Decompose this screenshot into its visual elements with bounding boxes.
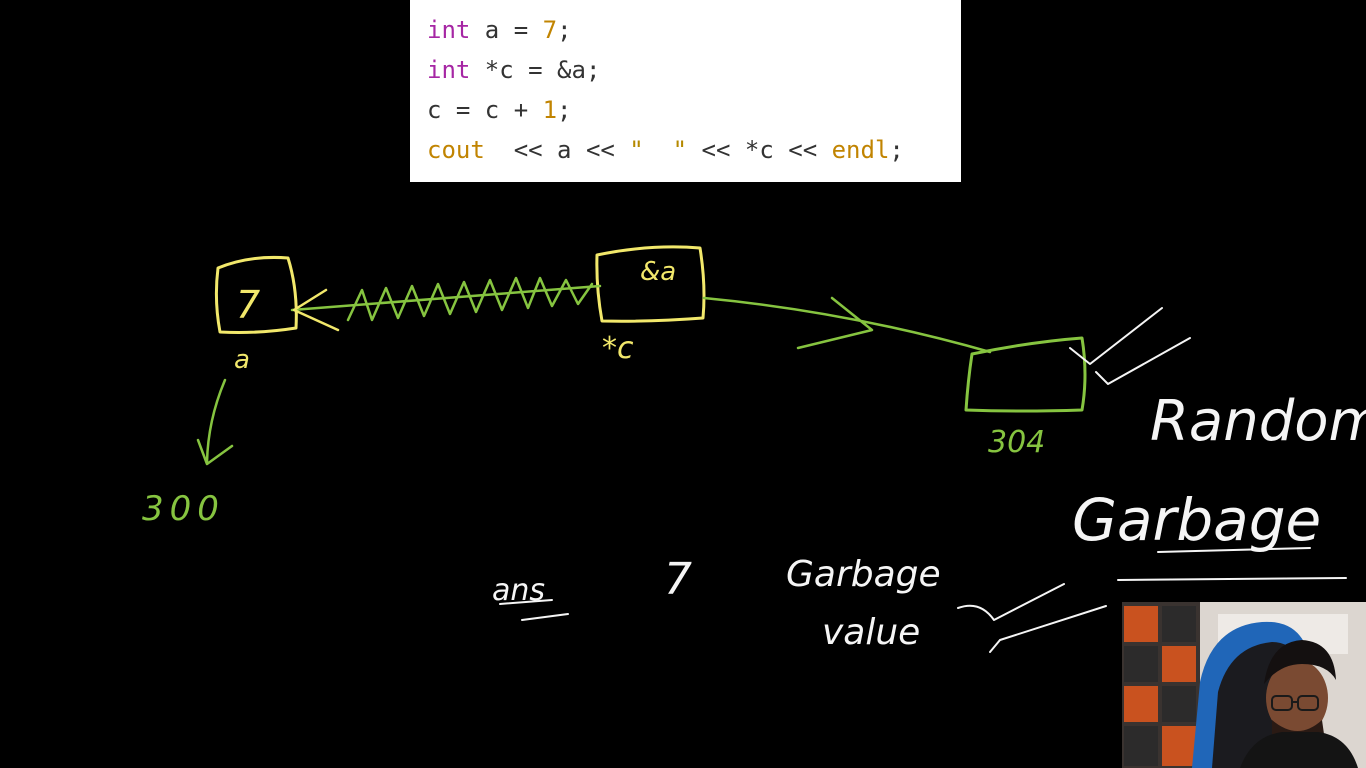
garbage-box bbox=[964, 336, 1087, 413]
presenter-image bbox=[1122, 602, 1366, 768]
presenter-head bbox=[1266, 660, 1328, 736]
answer-second-line1: Garbage bbox=[786, 554, 941, 595]
random-word: Random bbox=[1150, 389, 1366, 454]
var-a-label: a bbox=[234, 345, 250, 375]
webcam-overlay bbox=[1122, 602, 1366, 768]
address-arrow bbox=[196, 378, 234, 466]
garbage-underline bbox=[1117, 547, 1347, 581]
code-line-1: int a = 7; bbox=[427, 16, 572, 44]
garbage-address-label: 304 bbox=[988, 425, 1045, 460]
presenter-shirt bbox=[1240, 732, 1358, 768]
code-line-3: c = c + 1; bbox=[427, 96, 572, 124]
address-a-label: 300 bbox=[142, 489, 225, 529]
code-snippet-card: int a = 7; int *c = &a; c = c + 1; cout … bbox=[410, 0, 961, 182]
keyword-int: int bbox=[427, 56, 471, 84]
garbage-pointer-arrow bbox=[702, 296, 992, 354]
box-a bbox=[214, 255, 298, 334]
box-a-value: 7 bbox=[236, 283, 260, 327]
cout-token: cout bbox=[427, 136, 485, 164]
box-c-value: &a bbox=[640, 257, 676, 287]
glasses bbox=[1271, 695, 1319, 711]
garbage-word: Garbage bbox=[1072, 486, 1321, 554]
ans-underline bbox=[499, 599, 569, 621]
pointer-scribble bbox=[290, 276, 602, 322]
code-line-4: cout << a << " " << *c << endl; bbox=[427, 136, 904, 164]
foam-panels bbox=[1124, 606, 1196, 766]
code-line-2: int *c = &a; bbox=[427, 56, 601, 84]
ans-label: ans bbox=[492, 573, 545, 608]
answer-second-line2: value bbox=[822, 612, 920, 653]
keyword-int: int bbox=[427, 16, 471, 44]
tick-mark-1 bbox=[1069, 307, 1191, 385]
answer-first-value: 7 bbox=[664, 554, 692, 605]
var-c-label: *c bbox=[602, 331, 634, 366]
pointer-arrowhead bbox=[292, 288, 340, 332]
box-c bbox=[595, 245, 706, 323]
tick-mark-2 bbox=[957, 583, 1107, 653]
